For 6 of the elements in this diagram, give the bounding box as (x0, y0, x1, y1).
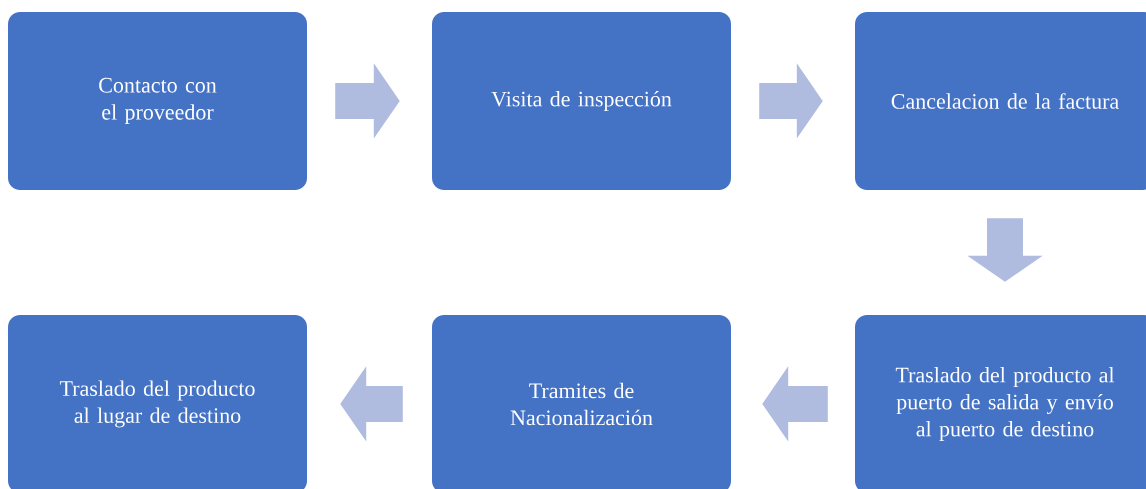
process-box: Visita de inspección (432, 12, 731, 190)
process-box: Traslado del producto al lugar de destino (8, 315, 307, 489)
process-box: Contacto con el proveedor (8, 12, 307, 190)
process-box: Cancelacion de la factura (855, 12, 1146, 190)
process-box: Traslado del producto al puerto de salida y envío al puerto de destino (855, 315, 1146, 489)
process-box: Tramites de Nacionalización (432, 315, 731, 489)
